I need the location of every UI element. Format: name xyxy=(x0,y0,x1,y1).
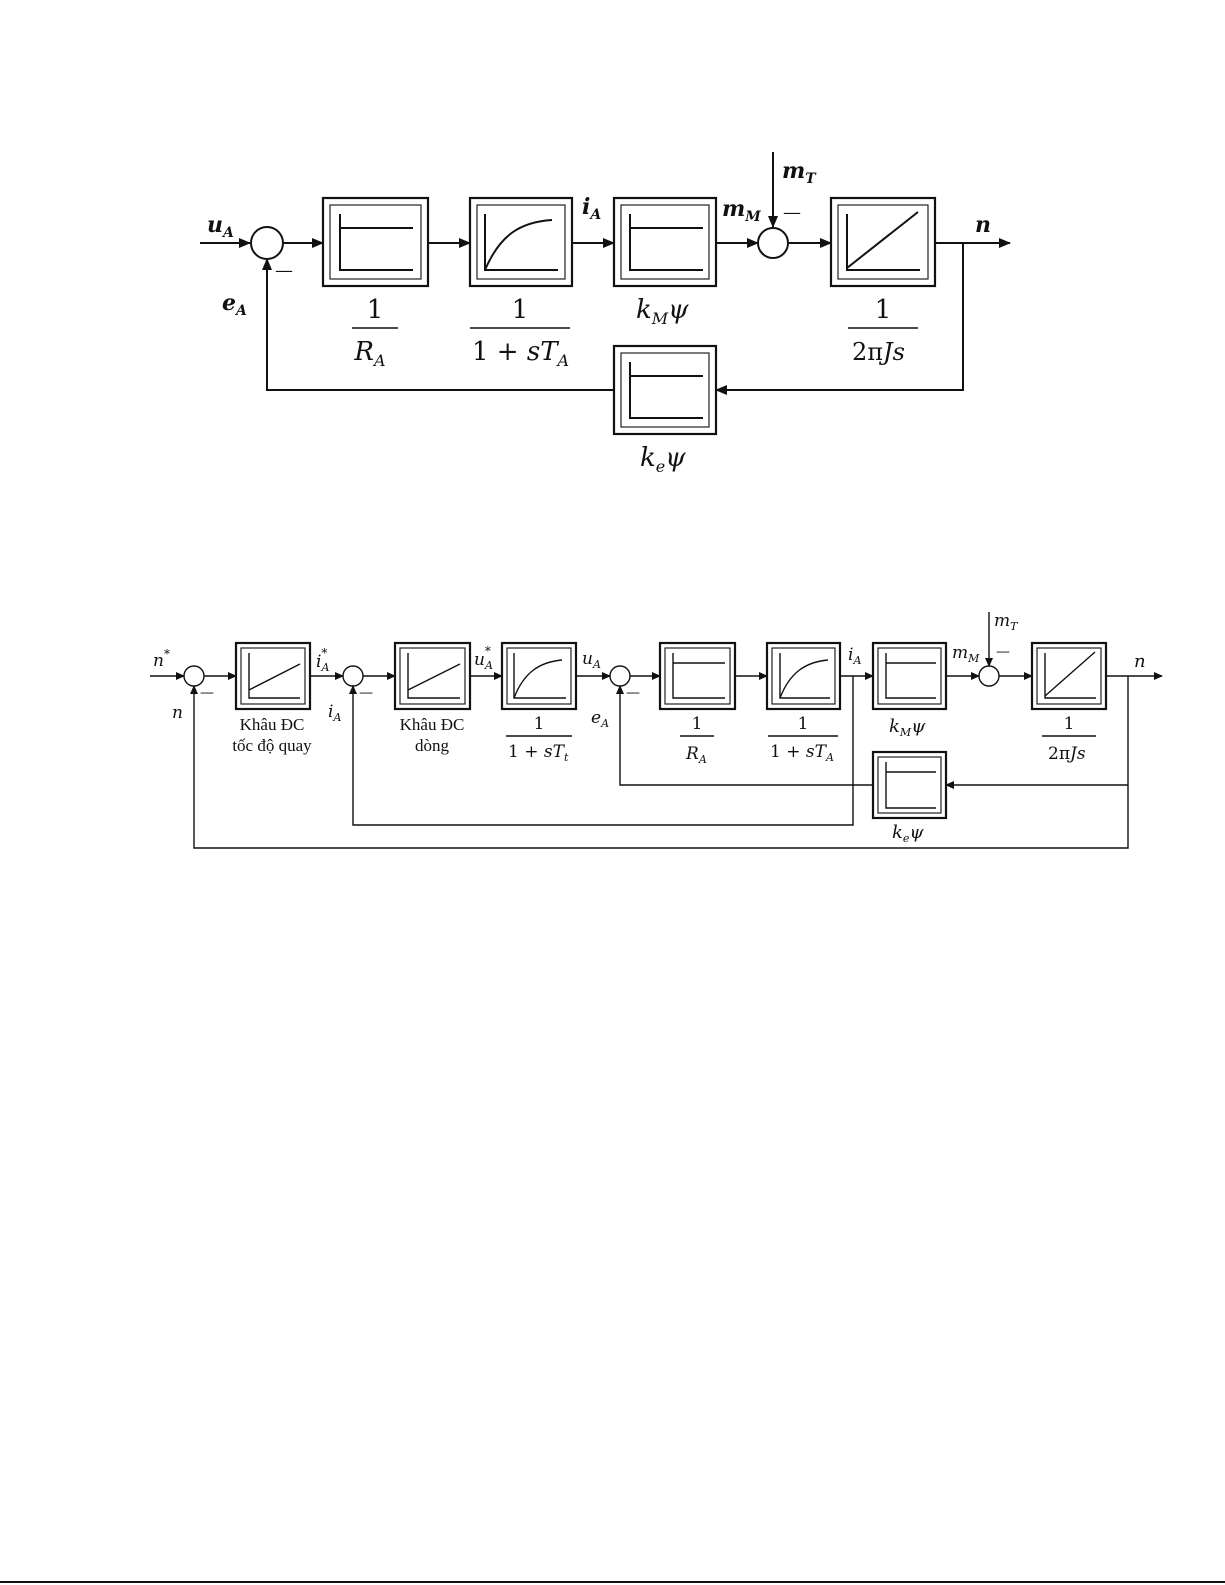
svg-text:Khâu ĐC: Khâu ĐC xyxy=(400,715,465,734)
label-eA-2: eA xyxy=(591,708,609,730)
minus-sign-1: — xyxy=(275,260,293,281)
label-mT-2: mT xyxy=(994,611,1019,633)
caption-block-2: 1 1 + sTA xyxy=(470,295,570,370)
summing-junction-2 xyxy=(758,228,788,258)
minus-sign-current: — xyxy=(359,685,373,701)
label-n-feedback: n xyxy=(172,703,183,723)
label-iA-ref: iA* xyxy=(316,646,329,674)
svg-text:dòng: dòng xyxy=(415,736,450,755)
block-current-controller xyxy=(395,643,470,709)
caption-kM-psi-2: kMψ xyxy=(889,716,926,739)
label-uA: uA xyxy=(582,649,601,671)
block-feedback-ke-psi xyxy=(614,346,716,434)
block-converter xyxy=(502,643,576,709)
block-feedback-ke-psi-2 xyxy=(873,752,946,818)
block-first-order-lag xyxy=(470,198,572,286)
summing-junction-voltage xyxy=(610,666,630,686)
minus-sign-voltage: — xyxy=(626,685,640,701)
svg-text:1: 1 xyxy=(692,714,703,734)
summing-junction-current xyxy=(343,666,363,686)
caption-integrator-2: 1 2πJs xyxy=(1042,714,1096,764)
svg-text:1 + sTt: 1 + sTt xyxy=(508,742,569,764)
svg-text:1: 1 xyxy=(534,714,545,734)
label-iA-feedback: iA xyxy=(328,702,341,724)
summing-junction-speed xyxy=(184,666,204,686)
svg-text:1 + sTA: 1 + sTA xyxy=(472,337,569,370)
label-uA-ref: uA* xyxy=(474,644,493,672)
block-kM-psi-2 xyxy=(873,643,946,709)
label-n-output-2: n xyxy=(1134,651,1146,672)
label-uA: uA xyxy=(207,212,234,241)
summing-junction-1 xyxy=(251,227,283,259)
svg-text:2πJs: 2πJs xyxy=(1048,744,1086,764)
svg-text:1: 1 xyxy=(798,714,809,734)
block-first-order-lag-2 xyxy=(767,643,840,709)
svg-text:keψ: keψ xyxy=(640,443,686,476)
svg-text:2πJs: 2πJs xyxy=(852,338,905,366)
svg-text:1: 1 xyxy=(367,295,384,325)
label-iA: iA xyxy=(582,194,601,223)
caption-speed-controller: Khâu ĐC tốc độ quay xyxy=(232,715,312,755)
label-n-output: n xyxy=(975,212,991,238)
caption-first-order-lag-2: 1 1 + sTA xyxy=(768,714,838,764)
label-eA: eA xyxy=(222,290,247,319)
label-mT: mT xyxy=(782,158,817,187)
minus-sign-2: — xyxy=(783,202,801,223)
svg-text:kMψ: kMψ xyxy=(889,716,926,739)
svg-text:1: 1 xyxy=(1064,714,1075,734)
caption-current-controller: Khâu ĐC dòng xyxy=(400,715,465,755)
minus-sign-torque: — xyxy=(996,644,1010,660)
svg-text:1: 1 xyxy=(512,295,529,325)
label-mM-2: mM xyxy=(952,643,980,665)
summing-junction-torque xyxy=(979,666,999,686)
block-speed-controller xyxy=(236,643,310,709)
caption-block-1: 1 RA xyxy=(352,295,398,370)
diagram-2: n* n — iA* iA — uA* uA eA — iA mM mT — n… xyxy=(150,611,1162,848)
svg-text:tốc độ quay: tốc độ quay xyxy=(232,736,312,755)
svg-text:kMψ: kMψ xyxy=(636,295,689,328)
label-n-ref: n* xyxy=(153,647,170,671)
caption-block-4: 1 2πJs xyxy=(848,295,918,366)
caption-converter: 1 1 + sTt xyxy=(506,714,572,764)
svg-text:RA: RA xyxy=(685,744,707,766)
svg-text:Khâu ĐC: Khâu ĐC xyxy=(240,715,305,734)
svg-text:1: 1 xyxy=(875,295,892,325)
minus-sign-speed: — xyxy=(200,685,214,701)
caption-feedback-ke-psi-2: keψ xyxy=(892,822,924,845)
block-integrator-2 xyxy=(1032,643,1106,709)
label-mM: mM xyxy=(722,196,761,225)
caption-block-3: kMψ xyxy=(636,295,689,328)
block-kM-psi xyxy=(614,198,716,286)
svg-text:RA: RA xyxy=(353,337,385,370)
label-iA-2: iA xyxy=(848,645,861,667)
svg-text:1 + sTA: 1 + sTA xyxy=(770,742,834,764)
svg-text:keψ: keψ xyxy=(892,822,924,845)
caption-1-over-RA-2: 1 RA xyxy=(680,714,714,766)
block-1-over-RA xyxy=(323,198,428,286)
block-1-over-RA-2 xyxy=(660,643,735,709)
caption-feedback-block: keψ xyxy=(640,443,686,476)
block-integrator xyxy=(831,198,935,286)
diagram-1: uA eA — iA mM mT — n 1 RA 1 1 + sTA kMψ … xyxy=(200,152,1010,476)
